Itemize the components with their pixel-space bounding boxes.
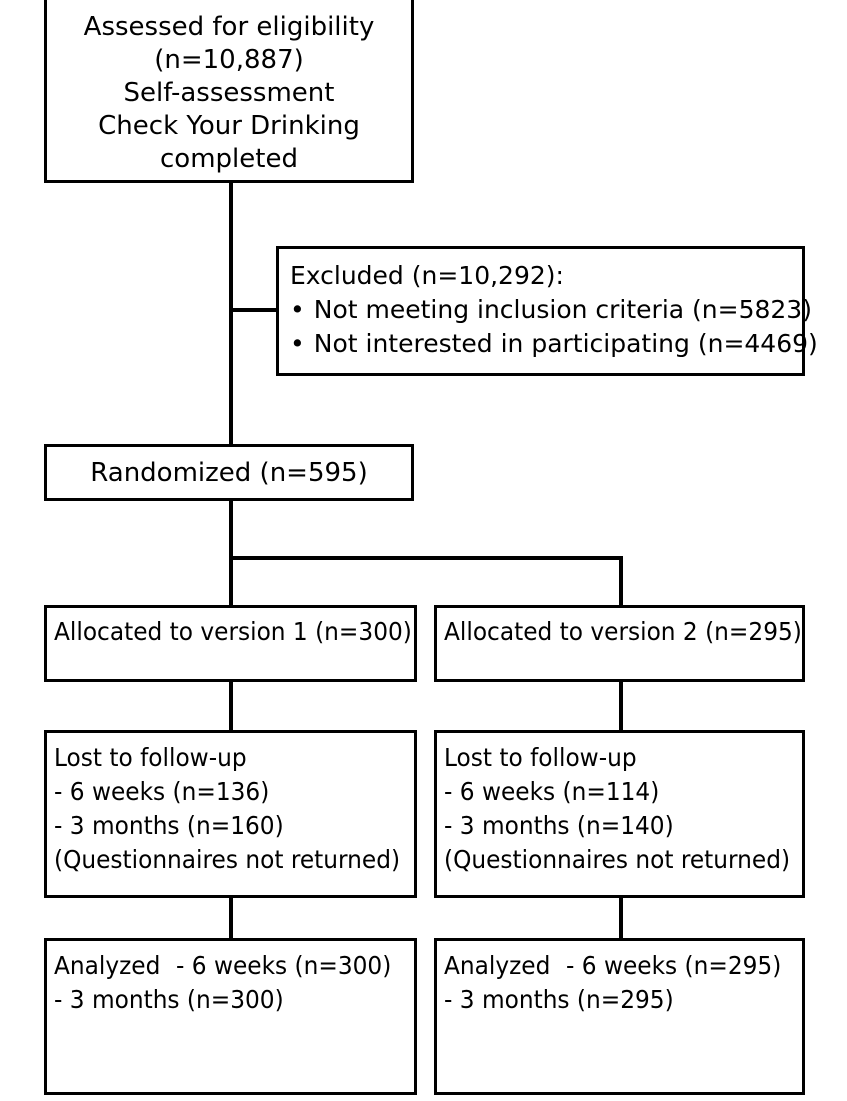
connector-lost-v2-to-analyzed-v2 <box>619 897 623 941</box>
assessed-line-3: Self-assessment <box>123 78 335 108</box>
excluded-heading: Excluded (n=10,292): <box>290 261 564 290</box>
connector-allocated-v1-to-lost-v1 <box>229 681 233 733</box>
analyzed-v1-line-1: Analyzed <box>54 951 161 980</box>
assessed-for-eligibility-box: Assessed for eligibility (n=10,887) Self… <box>44 0 414 183</box>
lost-v2-line-1: Lost to follow-up <box>444 743 637 772</box>
excluded-bullet-row-1: • Not meeting inclusion criteria (n=5823) <box>290 293 812 327</box>
connector-bus-to-allocated-v1 <box>229 556 233 605</box>
analyzed-v1-line-3: - 3 months (n=300) <box>54 985 284 1014</box>
analyzed-v2-line-1: Analyzed <box>444 951 551 980</box>
connector-assessed-to-randomized <box>229 183 233 444</box>
lost-v1-line-3: - 3 months (n=160) <box>54 811 284 840</box>
connector-bus-to-allocated-v2 <box>619 556 623 605</box>
analyzed-v2-line-3: - 3 months (n=295) <box>444 985 674 1014</box>
randomized-label: Randomized (n=595) <box>90 458 368 488</box>
analyzed-v1-line-2: - 6 weeks (n=300) <box>176 951 392 980</box>
analyzed-v2-line-2: - 6 weeks (n=295) <box>566 951 782 980</box>
allocated-version-2-box: Allocated to version 2 (n=295) <box>434 605 805 682</box>
assessed-line-2: (n=10,887) <box>154 45 304 75</box>
lost-v1-line-1: Lost to follow-up <box>54 743 247 772</box>
connector-split-bus <box>229 556 623 560</box>
allocated-version-2-label: Allocated to version 2 (n=295) <box>444 617 802 646</box>
analyzed-version-1-box: Analyzed - 6 weeks (n=300) - 3 months (n… <box>44 938 417 1095</box>
lost-v1-line-4: (Questionnaires not returned) <box>54 845 401 874</box>
lost-v2-line-4: (Questionnaires not returned) <box>444 845 791 874</box>
excluded-box: Excluded (n=10,292): • Not meeting inclus… <box>276 246 818 376</box>
bullet-glyph-icon-2: • <box>290 329 305 358</box>
connector-randomized-down <box>229 500 233 560</box>
connector-allocated-v2-to-lost-v2 <box>619 681 623 733</box>
randomized-box: Randomized (n=595) <box>44 444 414 501</box>
lost-v1-line-2: - 6 weeks (n=136) <box>54 777 270 806</box>
excluded-bullet-1: Not meeting inclusion criteria (n=5823) <box>313 295 812 324</box>
allocated-version-1-label: Allocated to version 1 (n=300) <box>54 617 412 646</box>
assessed-line-5: completed <box>160 144 298 174</box>
lost-to-follow-up-version-2-box: Lost to follow-up - 6 weeks (n=114) - 3 … <box>434 730 805 898</box>
lost-v2-line-2: - 6 weeks (n=114) <box>444 777 660 806</box>
excluded-bullet-row-2: • Not interested in participating (n=4469… <box>290 327 818 361</box>
lost-to-follow-up-version-1-box: Lost to follow-up - 6 weeks (n=136) - 3 … <box>44 730 417 898</box>
connector-lost-v1-to-analyzed-v1 <box>229 897 233 941</box>
lost-v2-line-3: - 3 months (n=140) <box>444 811 674 840</box>
excluded-bullet-2: Not interested in participating (n=4469) <box>313 329 818 358</box>
allocated-version-1-box: Allocated to version 1 (n=300) <box>44 605 417 682</box>
analyzed-version-2-box: Analyzed - 6 weeks (n=295) - 3 months (n… <box>434 938 805 1095</box>
assessed-line-1: Assessed for eligibility <box>83 12 375 42</box>
connector-stem-to-excluded <box>231 308 277 312</box>
bullet-glyph-icon: • <box>290 295 305 324</box>
assessed-line-4: Check Your Drinking <box>98 111 360 141</box>
